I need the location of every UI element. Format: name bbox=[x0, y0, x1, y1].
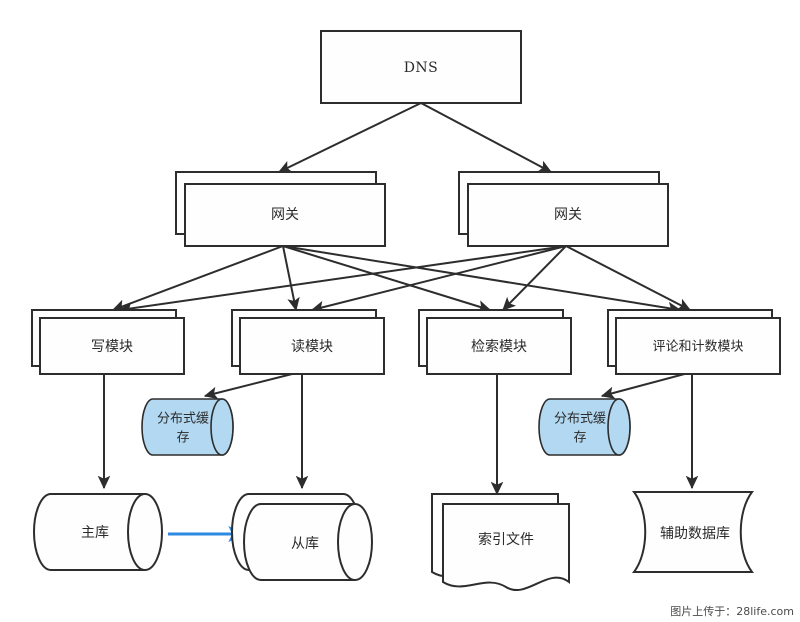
node-dns[interactable]: DNS bbox=[320, 30, 522, 104]
edge-read-module-to-cache-left bbox=[203, 371, 301, 400]
gateway-right-front-layer bbox=[467, 183, 669, 247]
cache-right-end-ellipse bbox=[607, 398, 631, 456]
read-module-front-layer bbox=[239, 317, 385, 375]
cache-left-end-ellipse bbox=[210, 398, 234, 456]
edge-group-dns-to-gateways bbox=[277, 102, 553, 173]
edge-gateway-left-to-read-module bbox=[282, 245, 300, 312]
node-slave-db[interactable]: 从库 bbox=[231, 493, 373, 581]
slave-db-label: 从库 bbox=[291, 536, 319, 552]
edge-comment-count-module-to-cache-right bbox=[600, 371, 693, 399]
edge-gateway-right-to-write-module bbox=[118, 245, 567, 315]
write-module-front-layer bbox=[39, 317, 185, 375]
write-module-label: 写模块 bbox=[91, 339, 133, 355]
node-auxiliary-db[interactable]: 辅助数据库 bbox=[632, 491, 754, 573]
edge-dns-to-gateway-left bbox=[277, 102, 422, 173]
cache-left-label-line1: 分布式缓 bbox=[157, 412, 209, 427]
index-file-label: 索引文件 bbox=[478, 531, 534, 548]
auxiliary-db-label: 辅助数据库 bbox=[660, 526, 730, 542]
read-module-label: 读模块 bbox=[291, 338, 333, 355]
edge-gateway-left-to-search-module bbox=[282, 245, 492, 313]
edge-gateway-right-to-comment-count-module bbox=[565, 245, 692, 311]
dns-label: DNS bbox=[404, 60, 439, 76]
edge-gateway-left-to-comment-count-module bbox=[282, 245, 682, 315]
node-index-file[interactable]: 索引文件 bbox=[431, 493, 570, 591]
watermark-text: 图片上传于：28life.com bbox=[670, 605, 794, 618]
edge-gateway-right-to-search-module bbox=[502, 245, 567, 311]
edge-dns-to-gateway-right bbox=[420, 102, 553, 173]
gateway-left-label: 网关 bbox=[271, 207, 299, 223]
gateway-right-label: 网关 bbox=[554, 207, 582, 223]
node-master-db[interactable]: 主库 bbox=[33, 493, 163, 571]
node-write-module[interactable]: 写模块 bbox=[31, 309, 185, 375]
cache-right-label-line2: 存 bbox=[573, 431, 586, 446]
node-cache-left[interactable]: 分布式缓 存 bbox=[141, 398, 234, 456]
node-search-module[interactable]: 检索模块 bbox=[418, 309, 572, 375]
edge-gateway-right-to-read-module bbox=[310, 245, 567, 314]
comment-count-module-label: 评论和计数模块 bbox=[652, 340, 743, 355]
cache-left-label-line2: 存 bbox=[176, 431, 189, 446]
edge-gateway-left-to-write-module bbox=[111, 245, 284, 312]
node-gateway-right[interactable]: 网关 bbox=[458, 171, 669, 247]
node-gateway-left[interactable]: 网关 bbox=[175, 171, 386, 247]
gateway-left-front-layer bbox=[184, 183, 386, 247]
search-module-front-layer bbox=[426, 317, 572, 375]
node-cache-right[interactable]: 分布式缓 存 bbox=[538, 398, 631, 456]
search-module-label: 检索模块 bbox=[471, 338, 527, 355]
master-db-end-ellipse bbox=[127, 493, 146, 571]
master-db-label: 主库 bbox=[81, 525, 109, 541]
slave-db-end-ellipse bbox=[337, 503, 356, 581]
edge-group-gateways-to-modules bbox=[111, 245, 692, 315]
node-comment-count-module[interactable]: 评论和计数模块 bbox=[607, 309, 781, 375]
node-read-module[interactable]: 读模块 bbox=[231, 309, 385, 375]
dns-box bbox=[320, 30, 522, 104]
comment-count-module-front-layer bbox=[615, 317, 781, 375]
cache-right-label-line1: 分布式缓 bbox=[554, 412, 606, 427]
index-file-front-layer bbox=[442, 503, 570, 591]
auxiliary-db-body bbox=[632, 491, 754, 573]
